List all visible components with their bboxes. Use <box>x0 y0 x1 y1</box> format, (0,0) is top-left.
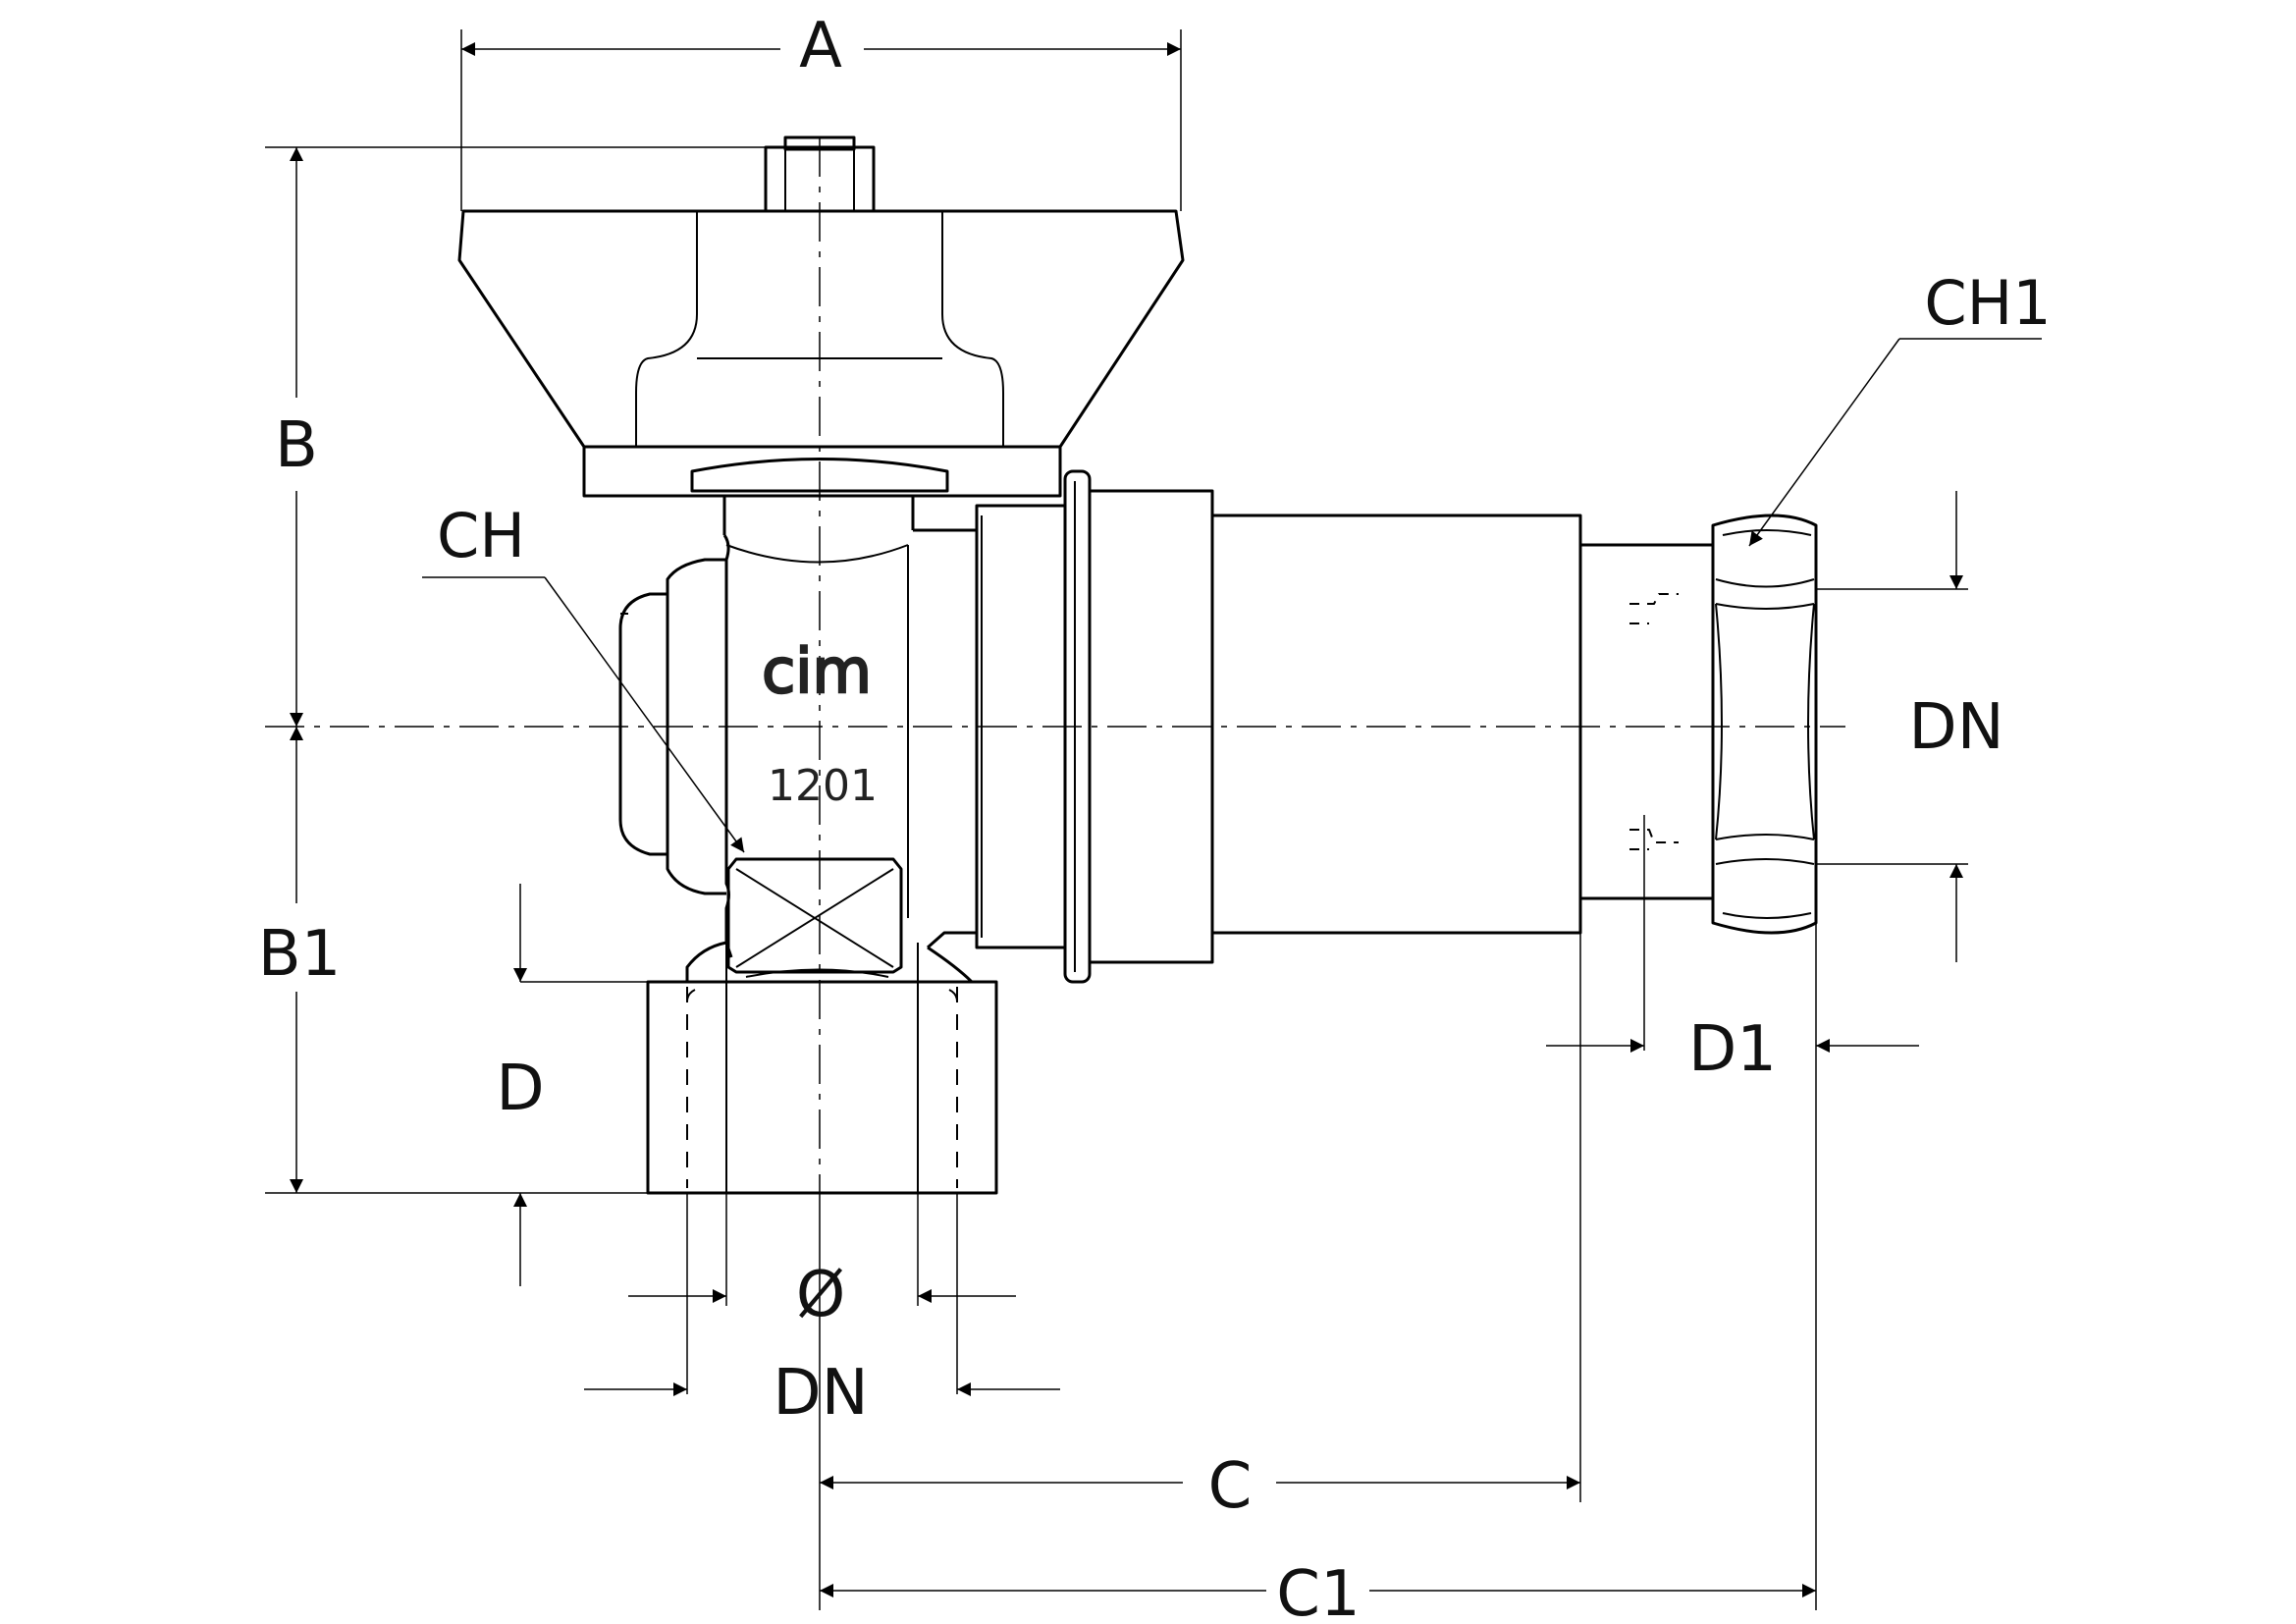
label-c1: C1 <box>1276 1558 1360 1624</box>
center-lines <box>265 137 1845 1203</box>
bottom-outlet <box>646 908 998 1195</box>
stem-collar <box>690 458 949 535</box>
body-markings: cim 1201 <box>761 634 878 811</box>
label-dn-right: DN <box>1908 691 2003 764</box>
label-ch1: CH1 <box>1924 267 2051 339</box>
dimension-lines <box>265 29 2042 1610</box>
label-c: C <box>1208 1450 1253 1523</box>
model-mark: 1201 <box>768 761 878 811</box>
butterfly-handle <box>457 209 1185 498</box>
label-a: A <box>799 10 842 82</box>
tail-piece <box>1578 543 1715 900</box>
valve-body <box>457 135 1818 1195</box>
ch1-hex-nut <box>1711 514 1818 935</box>
label-b: B <box>275 409 318 482</box>
label-diameter: Ø <box>796 1259 845 1331</box>
label-b1: B1 <box>258 918 342 991</box>
label-dn-bottom: DN <box>773 1357 868 1430</box>
brand-mark: cim <box>762 635 872 707</box>
ch-square-drive <box>726 857 903 978</box>
main-body <box>618 528 979 958</box>
label-d1: D1 <box>1688 1013 1777 1086</box>
label-ch: CH <box>437 500 525 571</box>
label-d: D <box>496 1053 544 1125</box>
dimension-labels: A B B1 CH CH1 D D1 DN Ø DN C C1 <box>258 10 2052 1624</box>
